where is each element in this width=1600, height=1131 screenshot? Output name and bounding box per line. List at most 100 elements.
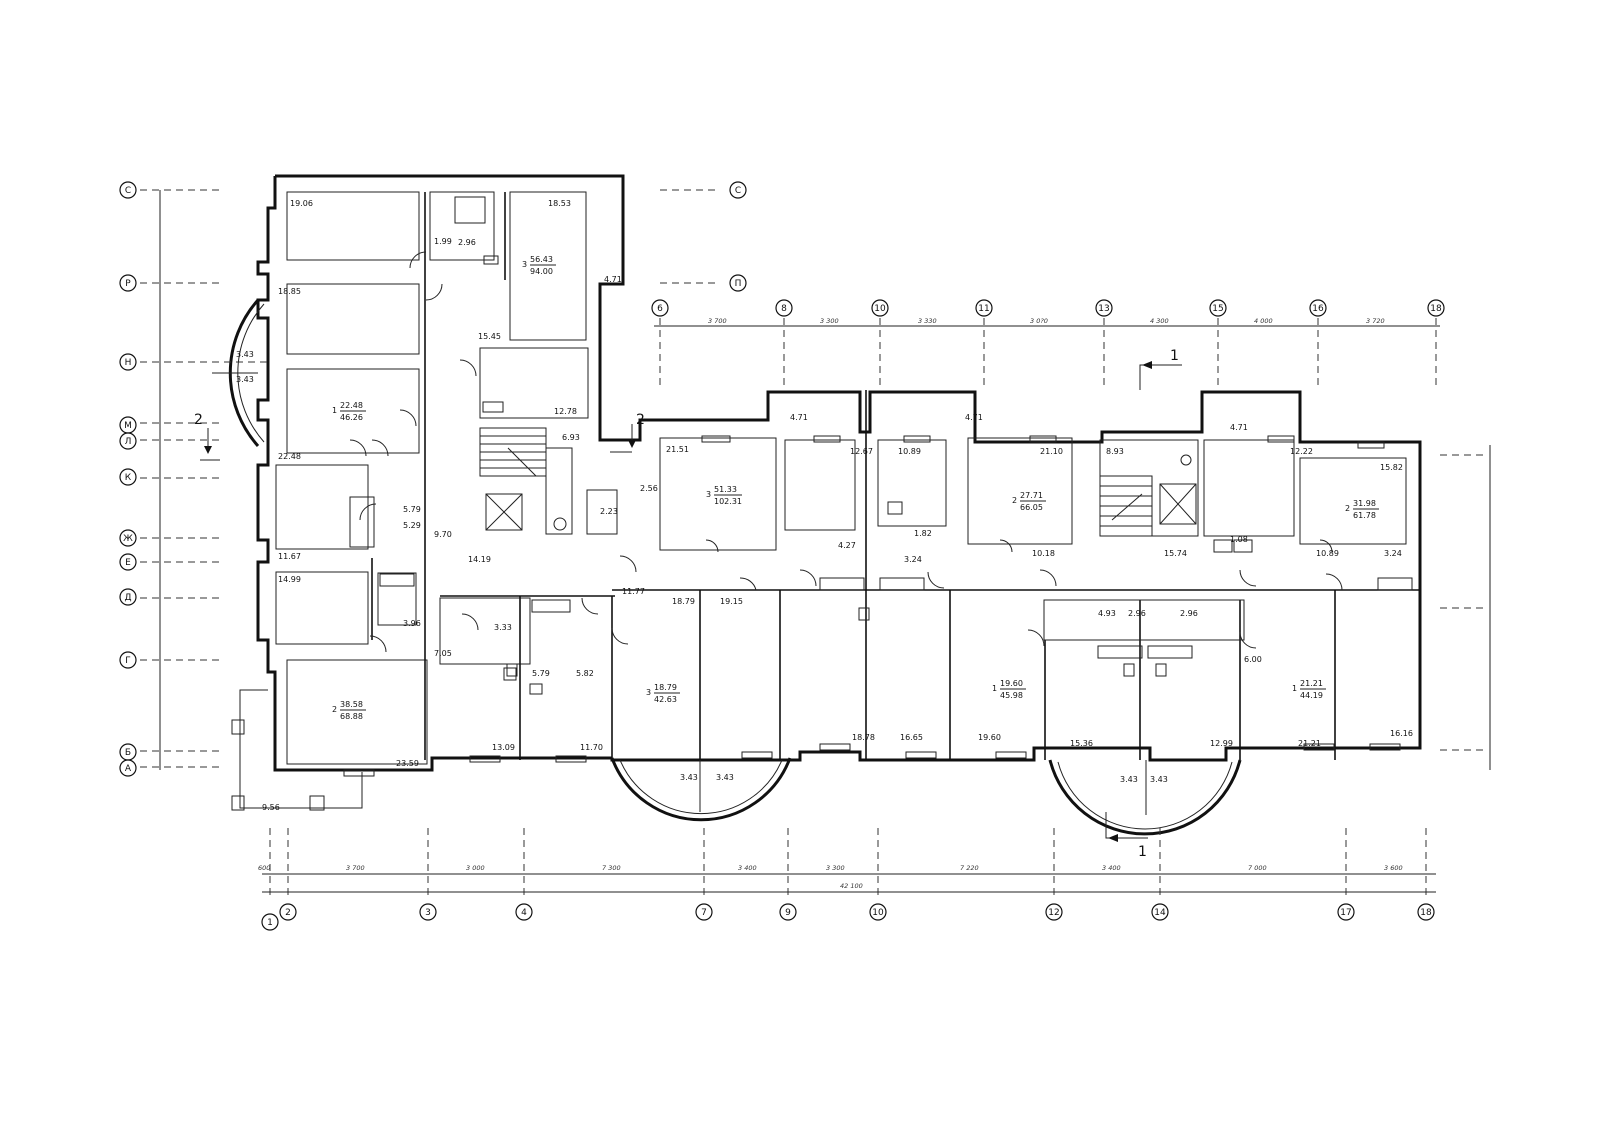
axis-bottom-4: 4	[515, 903, 533, 921]
bottom-dim-labels: 600 3 700 3 000 7 300 3 400 3 300 7 220 …	[258, 864, 1403, 890]
bottom-bay-windows	[610, 757, 1242, 836]
svg-text:А: А	[125, 764, 132, 774]
svg-text:27.71: 27.71	[1020, 491, 1043, 500]
svg-text:18.79: 18.79	[654, 683, 677, 692]
axis-markers-left: С Р Н М Л К Ж Е Д Г Б А	[119, 181, 137, 777]
svg-text:13: 13	[1098, 304, 1109, 314]
axis-right-C: С	[729, 181, 747, 199]
axis-left-H: Н	[119, 353, 137, 371]
svg-text:6: 6	[657, 304, 663, 314]
svg-text:19.60: 19.60	[1000, 679, 1023, 688]
room-area: 18.53	[548, 199, 571, 208]
door-swings	[349, 251, 1343, 653]
room-area: 19.15	[720, 597, 743, 606]
room-area-labels: 19.06 18.53 1.99 2.96 4.71 18.85 3.43 3.…	[236, 199, 1413, 812]
svg-text:42.63: 42.63	[654, 695, 677, 704]
section-marks: 1 1 2 2	[194, 348, 1182, 860]
svg-text:Ж: Ж	[123, 534, 133, 544]
room-area: 1.82	[914, 529, 932, 538]
svg-text:9: 9	[785, 908, 791, 918]
room-area: 10.89	[1316, 549, 1339, 558]
axis-bottom-3: 3	[419, 903, 437, 921]
axis-left-K: К	[119, 468, 137, 486]
dim-top-4: 3 0?0	[1030, 317, 1048, 325]
left-balcony	[231, 689, 363, 811]
room-area: 11.70	[580, 743, 603, 752]
room-area: 12.22	[1290, 447, 1313, 456]
room-area: 14.99	[278, 575, 301, 584]
axis-left-L: Л	[119, 432, 137, 450]
axis-left-D: Д	[119, 588, 137, 606]
room-area: 23.59	[396, 759, 419, 768]
section-label-1-top: 1	[1170, 348, 1179, 364]
left-stair-lift	[479, 427, 618, 535]
room-area: 18.79	[672, 597, 695, 606]
axis-bottom-12: 12	[1045, 903, 1063, 921]
room-area: 8.93	[1106, 447, 1124, 456]
axis-top-15: 15	[1209, 299, 1227, 317]
axis-left-P: Р	[119, 274, 137, 292]
room-area: 3.43	[680, 773, 698, 782]
apartment-label: 3 51.33 102.31	[706, 485, 742, 506]
svg-text:2: 2	[1345, 504, 1350, 513]
room-area: 5.82	[576, 669, 594, 678]
room-area: 16.65	[900, 733, 923, 742]
dim-top-1: 3 700	[708, 317, 727, 325]
room-area: 15.82	[1380, 463, 1403, 472]
axis-markers-right-upper: С П	[729, 181, 747, 292]
svg-text:4: 4	[521, 908, 527, 918]
svg-text:Г: Г	[125, 656, 131, 666]
room-area: 18.78	[852, 733, 875, 742]
top-dim-labels: 3 700 3 300 3 330 3 0?0 4 300 4 000 3 72…	[708, 317, 1385, 325]
room-area: 3.43	[236, 375, 254, 384]
room-area: 4.27	[838, 541, 856, 550]
axis-left-G: Г	[119, 651, 137, 669]
right-stair-lift	[1099, 454, 1197, 537]
axis-left-E: Е	[119, 553, 137, 571]
room-area: 5.79	[403, 505, 421, 514]
room-area: 12.99	[1210, 739, 1233, 748]
room-area: 2.96	[1180, 609, 1198, 618]
svg-text:51.33: 51.33	[714, 485, 737, 494]
svg-text:Е: Е	[125, 558, 131, 568]
dim-top-2: 3 300	[820, 317, 839, 325]
svg-text:18: 18	[1430, 304, 1442, 314]
svg-text:1: 1	[992, 684, 997, 693]
svg-text:7: 7	[701, 908, 707, 918]
dim-top-3: 3 330	[918, 317, 937, 325]
room-area: 6.93	[562, 433, 580, 442]
svg-text:П: П	[735, 279, 742, 289]
room-area: 22.48	[278, 452, 301, 461]
dim-top-7: 3 720	[1366, 317, 1385, 325]
svg-text:46.26: 46.26	[340, 413, 363, 422]
dim-bottom-1: 600	[258, 864, 270, 872]
room-area: 16.16	[1390, 729, 1413, 738]
room-area: 7.05	[434, 649, 452, 658]
axis-bottom-1: 1	[261, 913, 279, 931]
room-area: 3.43	[236, 350, 254, 359]
axis-bottom-2: 2	[279, 903, 297, 921]
svg-text:12: 12	[1048, 908, 1059, 918]
room-area: 2.96	[1128, 609, 1146, 618]
svg-text:2: 2	[1012, 496, 1017, 505]
axis-markers-bottom: 1 2 3 4 7 9 10 12 14 17 18	[261, 903, 1435, 931]
apartment-label: 2 38.58 68.88	[332, 700, 366, 721]
svg-text:С: С	[735, 186, 741, 196]
svg-text:11: 11	[978, 304, 989, 314]
svg-text:10: 10	[874, 304, 886, 314]
dimension-lines	[159, 190, 1491, 893]
axis-left-Zh: Ж	[119, 529, 137, 547]
svg-text:3: 3	[522, 260, 527, 269]
axis-bottom-10: 10	[869, 903, 887, 921]
room-area: 3.43	[1120, 775, 1138, 784]
apartment-label: 1 21.21 44.19	[1292, 679, 1326, 700]
facade-windows	[343, 435, 1401, 777]
dim-bottom-8: 3 400	[1102, 864, 1121, 872]
axis-top-11: 11	[975, 299, 993, 317]
room-area: 9.70	[434, 530, 452, 539]
apartment-label: 2 31.98 61.78	[1345, 499, 1379, 520]
dim-bottom-6: 3 300	[826, 864, 845, 872]
left-wing-outer-walls	[256, 174, 625, 772]
room-area: 5.29	[403, 521, 421, 530]
